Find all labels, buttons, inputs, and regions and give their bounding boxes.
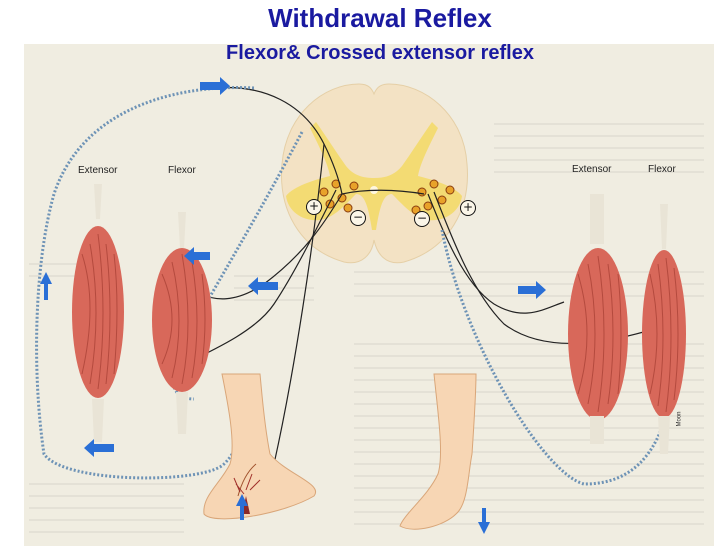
left-extensor-muscle <box>72 184 124 442</box>
arrow-left-extensor-up-icon <box>40 272 52 300</box>
arrow-left-flexor-muscle-icon <box>184 247 210 265</box>
right-extensor-label: Extensor <box>572 164 612 175</box>
slide-subtitle: Flexor& Crossed extensor reflex <box>226 42 534 64</box>
right-foot <box>399 373 477 530</box>
arrow-right-foot-down-icon <box>478 508 490 534</box>
left-flexor-label: Flexor <box>168 165 196 176</box>
slide-title: Withdrawal Reflex <box>268 3 492 33</box>
inhibitory-sign-left: − <box>350 210 366 226</box>
left-extensor-label: Extensor <box>78 165 118 176</box>
excitatory-sign-right: + <box>460 200 476 216</box>
reflex-diagram <box>24 44 714 546</box>
left-flexor-muscle <box>152 212 212 434</box>
arrow-left-flexor-icon <box>248 277 278 295</box>
arrow-sensory-in-icon <box>200 77 230 95</box>
inhibitory-sign-right: − <box>414 211 430 227</box>
artist-signature: Moon <box>676 411 683 427</box>
direction-arrows <box>40 77 546 534</box>
arrow-foot-up-icon <box>236 494 248 520</box>
excitatory-sign-left: + <box>306 199 322 215</box>
arrow-right-extensor-icon <box>518 281 546 299</box>
right-flexor-label: Flexor <box>648 164 676 175</box>
spinal-cord-cross-section <box>281 83 468 264</box>
right-extensor-muscle <box>568 194 628 444</box>
arrow-left-bottom-icon <box>84 439 114 457</box>
right-flexor-muscle <box>642 204 686 454</box>
